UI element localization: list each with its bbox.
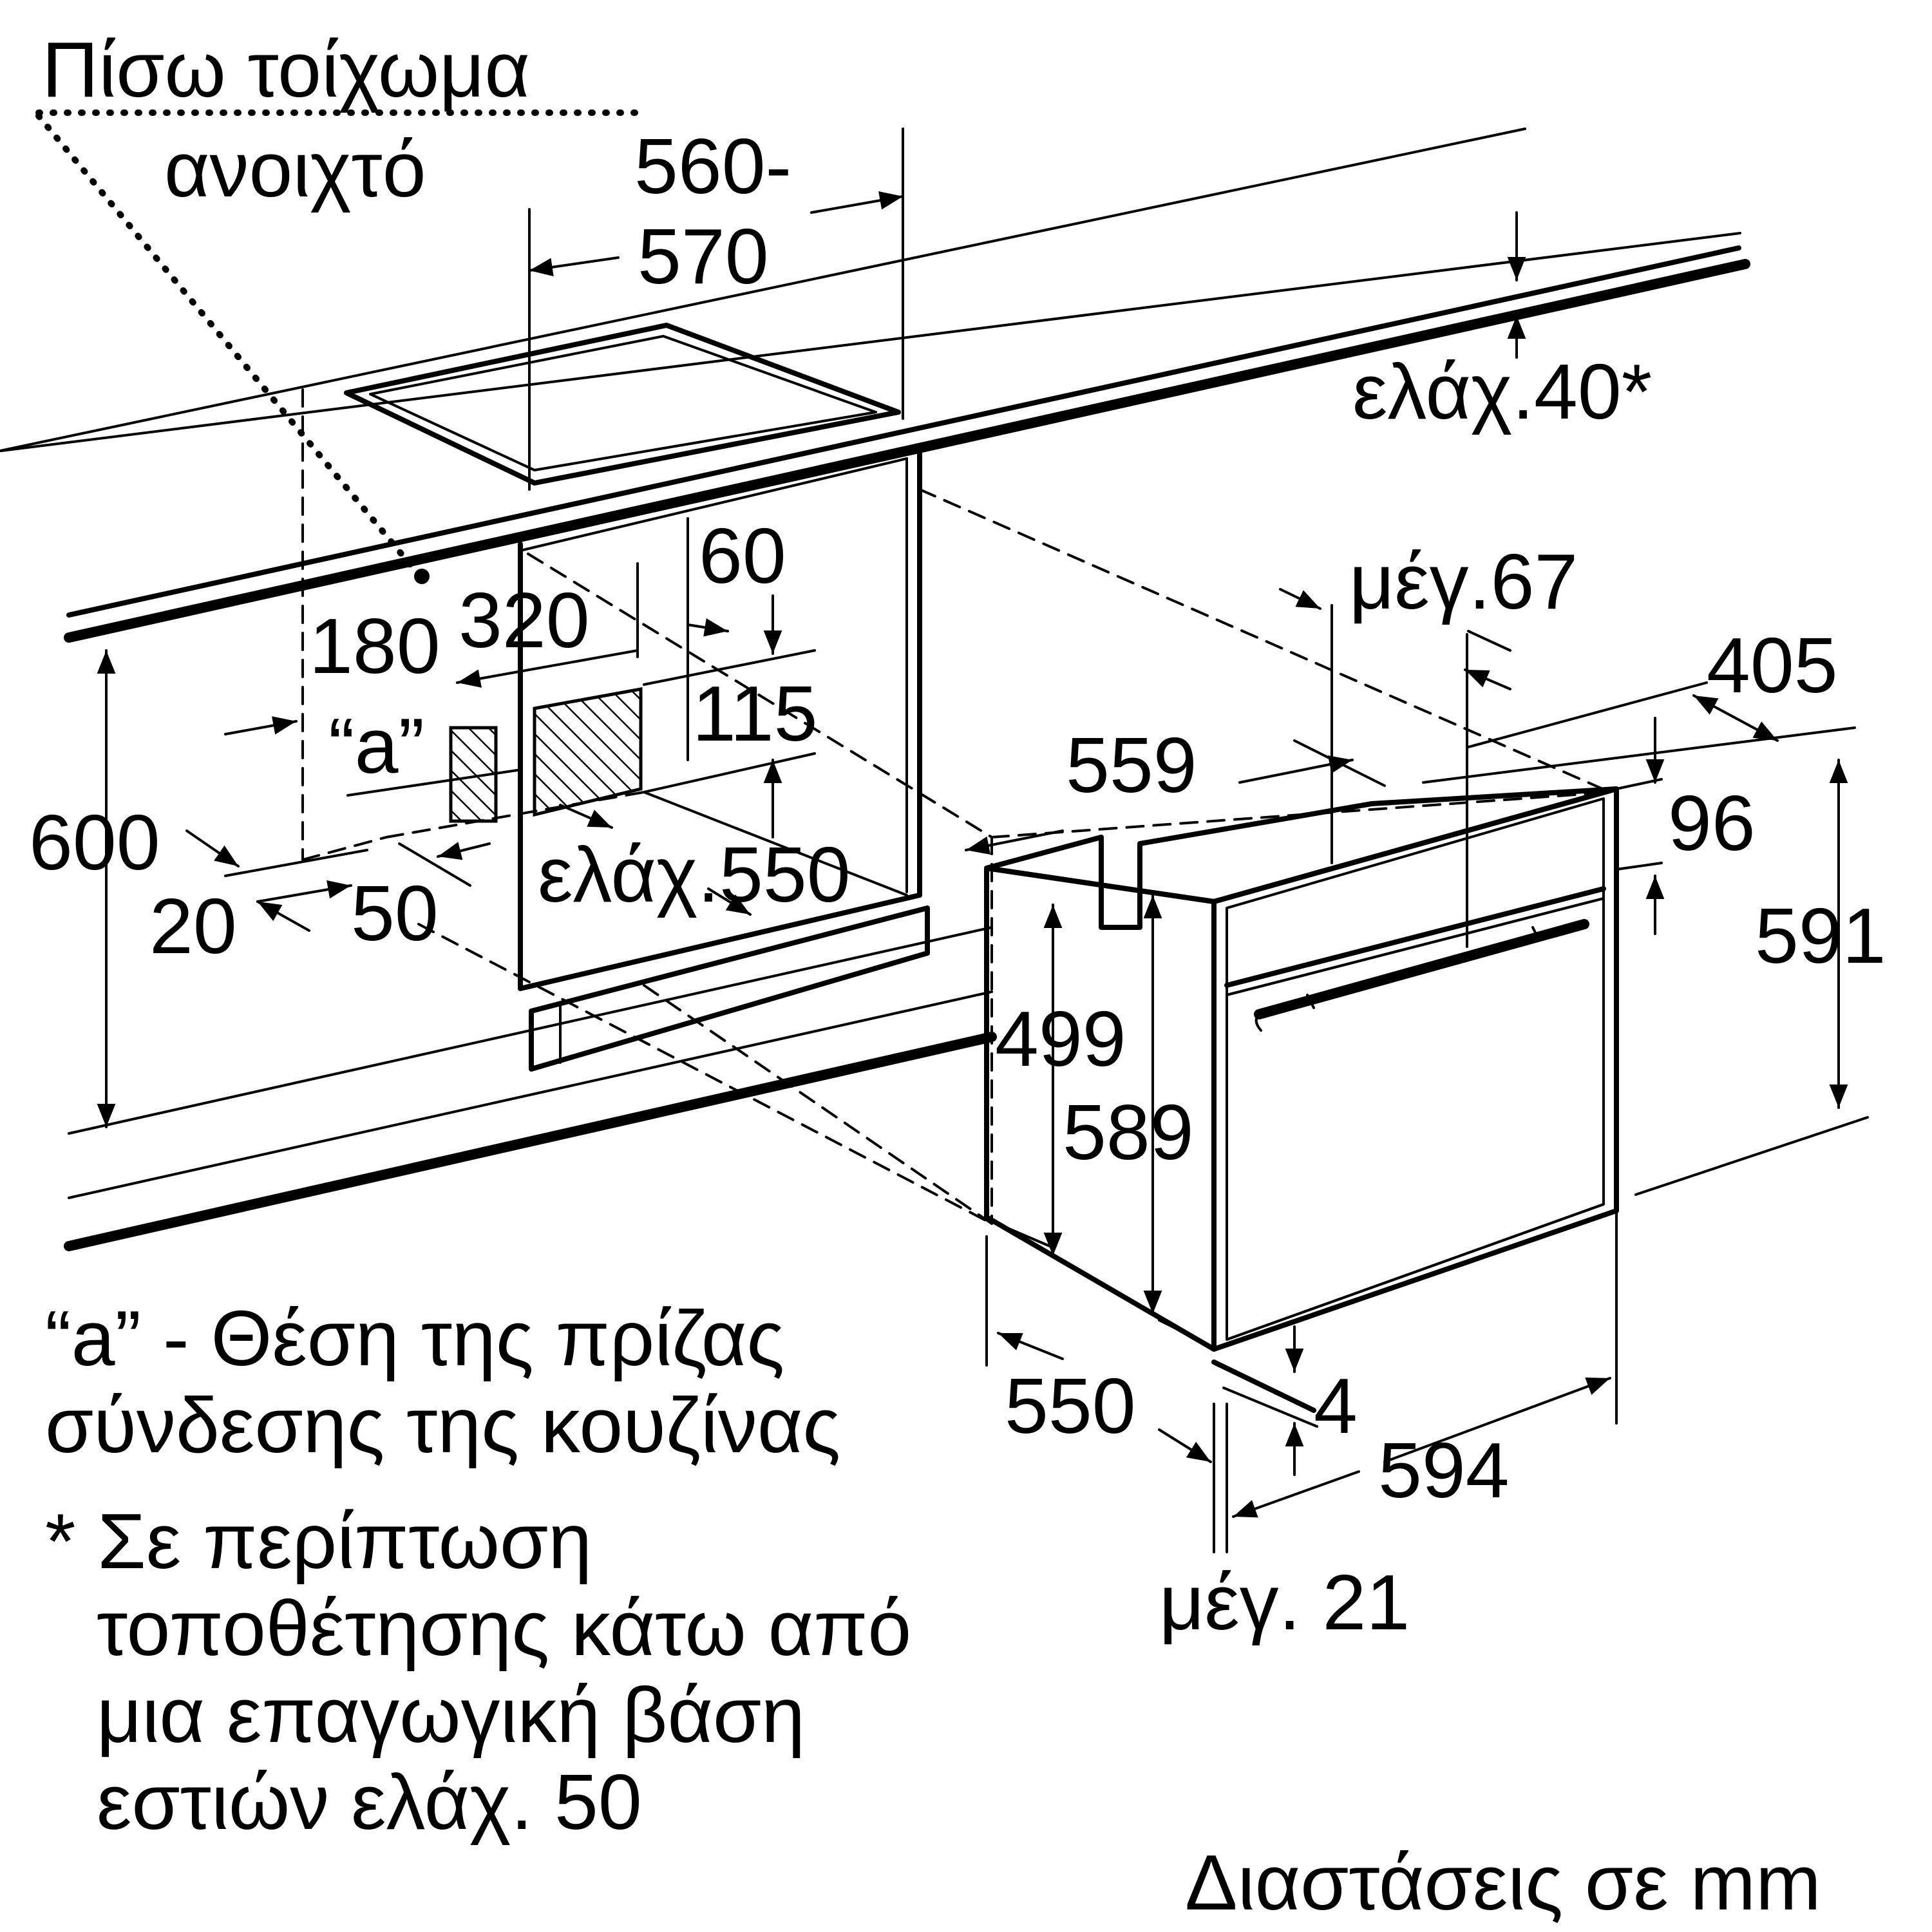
dimension-labels: Πίσω τοίχωμα ανοιχτό 560- 570 ελάχ.40* 6…: [29, 26, 1886, 1646]
label-dim-50: 50: [351, 869, 439, 957]
label-dim-499: 499: [995, 995, 1126, 1083]
label-dim-550: 550: [1005, 1362, 1136, 1450]
label-min-550: ελάχ.550: [538, 831, 851, 918]
label-dim-560: 560-: [634, 122, 791, 210]
label-dim-96: 96: [1668, 779, 1756, 867]
label-dim-570: 570: [638, 213, 769, 300]
cooktop: [344, 323, 901, 486]
label-dim-60: 60: [699, 512, 786, 600]
label-dim-589: 589: [1063, 1088, 1194, 1176]
leader-dot: [414, 569, 430, 584]
note-a-line2: σύνδεσης της κουζίνας: [45, 1381, 840, 1469]
label-dim-115: 115: [692, 670, 818, 757]
dimension-lines: [97, 128, 1848, 1553]
note-a-line1: “a” - Θέση της πρίζας: [45, 1294, 784, 1382]
label-socket-a: “a”: [328, 702, 424, 790]
label-dim-20: 20: [149, 882, 237, 970]
note-star-line4: εστιών ελάχ. 50: [97, 1758, 642, 1846]
note-star-line3: μια επαγωγική βάση: [97, 1671, 805, 1759]
label-dim-594: 594: [1378, 1426, 1510, 1514]
oven-drawing: [984, 786, 1619, 1413]
note-star-line2: τοποθέτησης κάτω από: [97, 1584, 911, 1672]
label-dim-320: 320: [459, 576, 590, 664]
notes: “a” - Θέση της πρίζας σύνδεσης της κουζί…: [45, 1294, 1821, 1926]
label-dim-405: 405: [1707, 621, 1838, 709]
label-max-67: μέγ.67: [1349, 538, 1578, 625]
label-dim-591: 591: [1755, 892, 1886, 980]
cabinet-drawing: [0, 109, 1869, 1251]
oven-handle: [1254, 919, 1589, 1032]
units-label: Διαστάσεις σε mm: [1185, 1839, 1821, 1926]
label-dim-559: 559: [1066, 721, 1197, 809]
label-dim-180: 180: [309, 602, 440, 690]
label-max-21: μέγ. 21: [1159, 1558, 1410, 1646]
label-rear-wall-open-line1: Πίσω τοίχωμα: [42, 26, 530, 113]
note-star-line1: * Σε περίπτωση: [45, 1497, 592, 1585]
socket-area: [346, 649, 816, 823]
label-rear-wall-open-line2: ανοιχτό: [164, 126, 426, 213]
label-dim-600: 600: [29, 799, 160, 886]
cabinet-niche: [518, 451, 930, 1072]
label-dim-4: 4: [1314, 1362, 1358, 1450]
label-min-40: ελάχ.40*: [1352, 348, 1652, 435]
